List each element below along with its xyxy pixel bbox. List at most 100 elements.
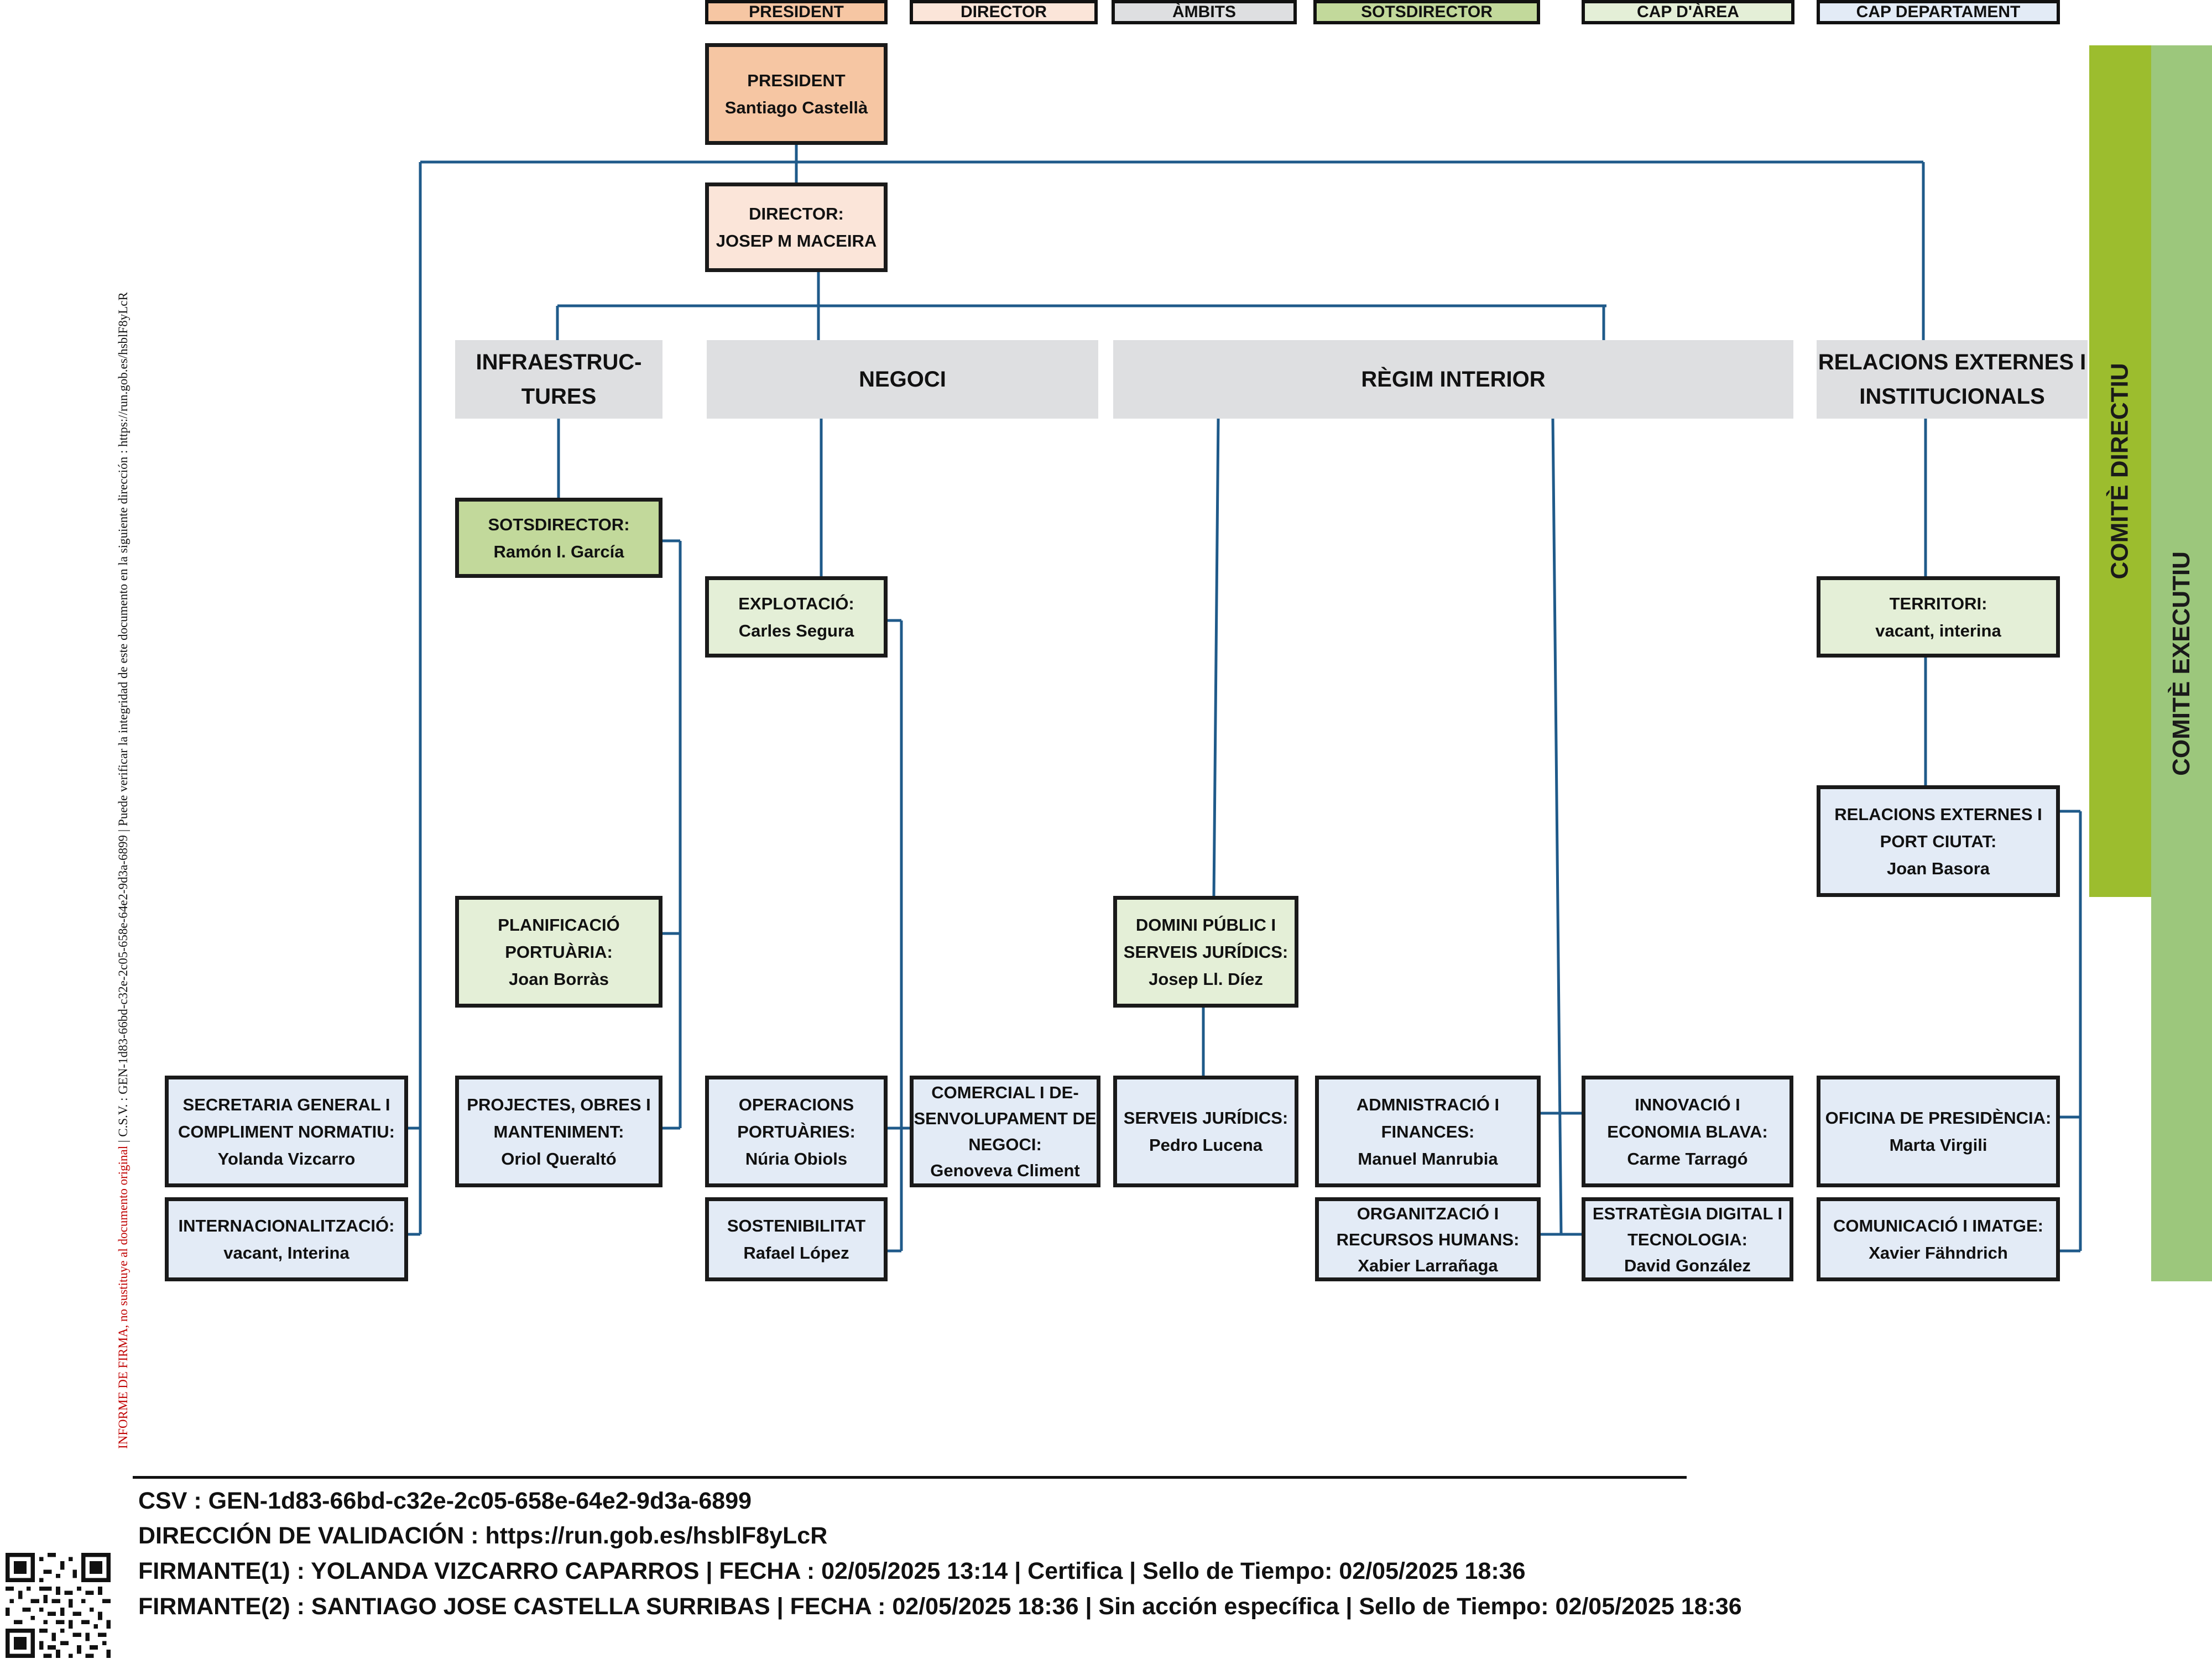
oficina-presidencia-box: OFICINA DE PRESIDÈNCIA: Marta Virgili [1817, 1076, 2060, 1187]
administracio-line2: FINANCES: [1381, 1121, 1475, 1141]
director-title: DIRECTOR: [749, 204, 844, 223]
relacions-port-ciutat-box: RELACIONS EXTERNES I PORT CIUTAT: Joan B… [1817, 785, 2060, 897]
president-title: PRESIDENT [747, 71, 846, 90]
comercial-box: COMERCIAL I DE- SENVOLUPAMENT DE NEGOCI:… [910, 1076, 1100, 1187]
comercial-name: Genoveva Climent [930, 1161, 1080, 1180]
estrategia-line2: TECNOLOGIA: [1627, 1229, 1747, 1249]
area-infra-line2: TURES [521, 384, 597, 409]
sostenibilitat-title: SOSTENIBILITAT [727, 1216, 866, 1235]
area-regim-interior: RÈGIM INTERIOR [1113, 340, 1793, 419]
serveis-juridics-title: SERVEIS JURÍDICS: [1123, 1108, 1288, 1128]
estrategia-name: David González [1624, 1255, 1751, 1275]
administracio-name: Manuel Manrubia [1358, 1149, 1498, 1169]
legend-cap-departament: CAP DEPARTAMENT [1817, 0, 2060, 24]
footer-csv: CSV : GEN-1d83-66bd-c32e-2c05-658e-64e2-… [138, 1488, 752, 1514]
area-infra-line1: INFRAESTRUC- [476, 350, 642, 374]
administracio-line1: ADMNISTRACIÓ I [1356, 1094, 1500, 1114]
explotacio-box: EXPLOTACIÓ: Carles Segura [705, 576, 888, 658]
sotsdirector-box: SOTSDIRECTOR: Ramón I. García [455, 498, 662, 578]
domini-public-box: DOMINI PÚBLIC I SERVEIS JURÍDICS: Josep … [1113, 896, 1298, 1008]
projectes-line2: MANTENIMENT: [493, 1121, 624, 1141]
territori-name: vacant, interina [1875, 620, 2001, 640]
estrategia-digital-box: ESTRATÈGIA DIGITAL I TECNOLOGIA: David G… [1582, 1197, 1793, 1281]
explotacio-title: EXPLOTACIÓ: [738, 593, 854, 613]
organitzacio-line1: ORGANITZACIÓ I [1357, 1203, 1499, 1223]
domini-name: Josep Ll. Díez [1149, 969, 1263, 989]
qr-code-icon [6, 1553, 111, 1658]
area-relacions-externes: RELACIONS EXTERNES I INSTITUCIONALS [1817, 340, 2088, 419]
relacions-port-name: Joan Basora [1886, 858, 1990, 878]
area-negoci: NEGOCI [707, 340, 1098, 419]
organitzacio-name: Xabier Larrañaga [1358, 1255, 1498, 1275]
operacions-line2: PORTUÀRIES: [737, 1121, 855, 1141]
territori-title: TERRITORI: [1889, 593, 1987, 613]
footer-firmante1: FIRMANTE(1) : YOLANDA VIZCARRO CAPARROS … [138, 1558, 1526, 1584]
internacionalitzacio-box: INTERNACIONALITZACIÓ: vacant, Interina [165, 1197, 408, 1281]
sotsdirector-name: Ramón I. García [493, 541, 624, 561]
secretaria-line2: COMPLIMENT NORMATIU: [178, 1121, 395, 1141]
organitzacio-rrhh-box: ORGANITZACIÓ I RECURSOS HUMANS: Xabier L… [1315, 1197, 1541, 1281]
explotacio-name: Carles Segura [738, 620, 854, 640]
sotsdirector-title: SOTSDIRECTOR: [488, 514, 630, 534]
planificacio-line2: PORTUÀRIA: [505, 942, 613, 962]
relacions-port-line2: PORT CIUTAT: [1880, 831, 1997, 851]
projectes-obres-box: PROJECTES, OBRES I MANTENIMENT: Oriol Qu… [455, 1076, 662, 1187]
relacions-port-line1: RELACIONS EXTERNES I [1834, 804, 2042, 824]
serveis-juridics-box: SERVEIS JURÍDICS: Pedro Lucena [1113, 1076, 1298, 1187]
comunicacio-imatge-box: COMUNICACIÓ I IMATGE: Xavier Fähndrich [1817, 1197, 2060, 1281]
oficina-name: Marta Virgili [1889, 1135, 1987, 1155]
organitzacio-line2: RECURSOS HUMANS: [1336, 1229, 1520, 1249]
legend-president: PRESIDENT [705, 0, 888, 24]
planificacio-box: PLANIFICACIÓ PORTUÀRIA: Joan Borràs [455, 896, 662, 1008]
area-infraestructures: INFRAESTRUC- TURES [455, 340, 662, 419]
sostenibilitat-box: SOSTENIBILITAT Rafael López [705, 1197, 888, 1281]
internacionalitzacio-name: vacant, Interina [223, 1243, 349, 1263]
domini-line1: DOMINI PÚBLIC I [1135, 915, 1276, 935]
administracio-finances-box: ADMNISTRACIÓ I FINANCES: Manuel Manrubia [1315, 1076, 1541, 1187]
estrategia-line1: ESTRATÈGIA DIGITAL I [1592, 1203, 1783, 1223]
internacionalitzacio-title: INTERNACIONALITZACIÓ: [178, 1216, 395, 1235]
signature-side-note: INFORME DE FIRMA, no sustituye al docume… [116, 292, 131, 1449]
secretaria-name: Yolanda Vizcarro [217, 1149, 356, 1169]
legend-director: DIRECTOR [910, 0, 1098, 24]
operacions-portuaries-box: OPERACIONS PORTUÀRIES: Núria Obiols [705, 1076, 888, 1187]
footer-direccion: DIRECCIÓN DE VALIDACIÓN : https://run.go… [138, 1522, 828, 1549]
legend-ambits: ÀMBITS [1112, 0, 1297, 24]
secretaria-general-box: SECRETARIA GENERAL I COMPLIMENT NORMATIU… [165, 1076, 408, 1187]
secretaria-line1: SECRETARIA GENERAL I [182, 1094, 390, 1114]
legend-cap-area: CAP D'ÀREA [1582, 0, 1794, 24]
planificacio-line1: PLANIFICACIÓ [498, 915, 620, 935]
innovacio-box: INNOVACIÓ I ECONOMIA BLAVA: Carme Tarrag… [1582, 1076, 1793, 1187]
planificacio-name: Joan Borràs [509, 969, 609, 989]
footer-divider [133, 1476, 1687, 1479]
innovacio-line2: ECONOMIA BLAVA: [1607, 1121, 1768, 1141]
comercial-line2: SENVOLUPAMENT DE [914, 1109, 1097, 1128]
director-box: DIRECTOR: JOSEP M MACEIRA [705, 182, 888, 272]
comunicacio-title: COMUNICACIÓ I IMATGE: [1833, 1216, 2043, 1235]
area-negoci-label: NEGOCI [859, 367, 946, 392]
domini-line2: SERVEIS JURÍDICS: [1123, 942, 1288, 962]
operacions-line1: OPERACIONS [738, 1094, 854, 1114]
comunicacio-name: Xavier Fähndrich [1869, 1243, 2008, 1263]
director-name: JOSEP M MACEIRA [716, 231, 877, 251]
projectes-line1: PROJECTES, OBRES I [467, 1094, 651, 1114]
innovacio-name: Carme Tarragó [1627, 1149, 1748, 1169]
operacions-name: Núria Obiols [745, 1149, 848, 1169]
president-box: PRESIDENT Santiago Castellà [705, 43, 888, 145]
comercial-line1: COMERCIAL I DE- [931, 1083, 1079, 1102]
footer-firmante2: FIRMANTE(2) : SANTIAGO JOSE CASTELLA SUR… [138, 1593, 1742, 1620]
innovacio-line1: INNOVACIÓ I [1635, 1094, 1740, 1114]
sostenibilitat-name: Rafael López [743, 1243, 849, 1263]
projectes-name: Oriol Queraltó [501, 1149, 617, 1169]
president-name: Santiago Castellà [724, 98, 868, 117]
territori-box: TERRITORI: vacant, interina [1817, 576, 2060, 658]
serveis-juridics-name: Pedro Lucena [1149, 1135, 1262, 1155]
legend-sotsdirector: SOTSDIRECTOR [1313, 0, 1540, 24]
comercial-line3: NEGOCI: [968, 1135, 1042, 1154]
area-regim-label: RÈGIM INTERIOR [1361, 367, 1546, 392]
side-note-red: INFORME DE FIRMA, no sustituye al docume… [116, 1145, 130, 1449]
area-relacions-line1: RELACIONS EXTERNES I [1818, 350, 2086, 374]
oficina-title: OFICINA DE PRESIDÈNCIA: [1825, 1108, 2052, 1128]
area-relacions-line2: INSTITUCIONALS [1859, 384, 2045, 409]
